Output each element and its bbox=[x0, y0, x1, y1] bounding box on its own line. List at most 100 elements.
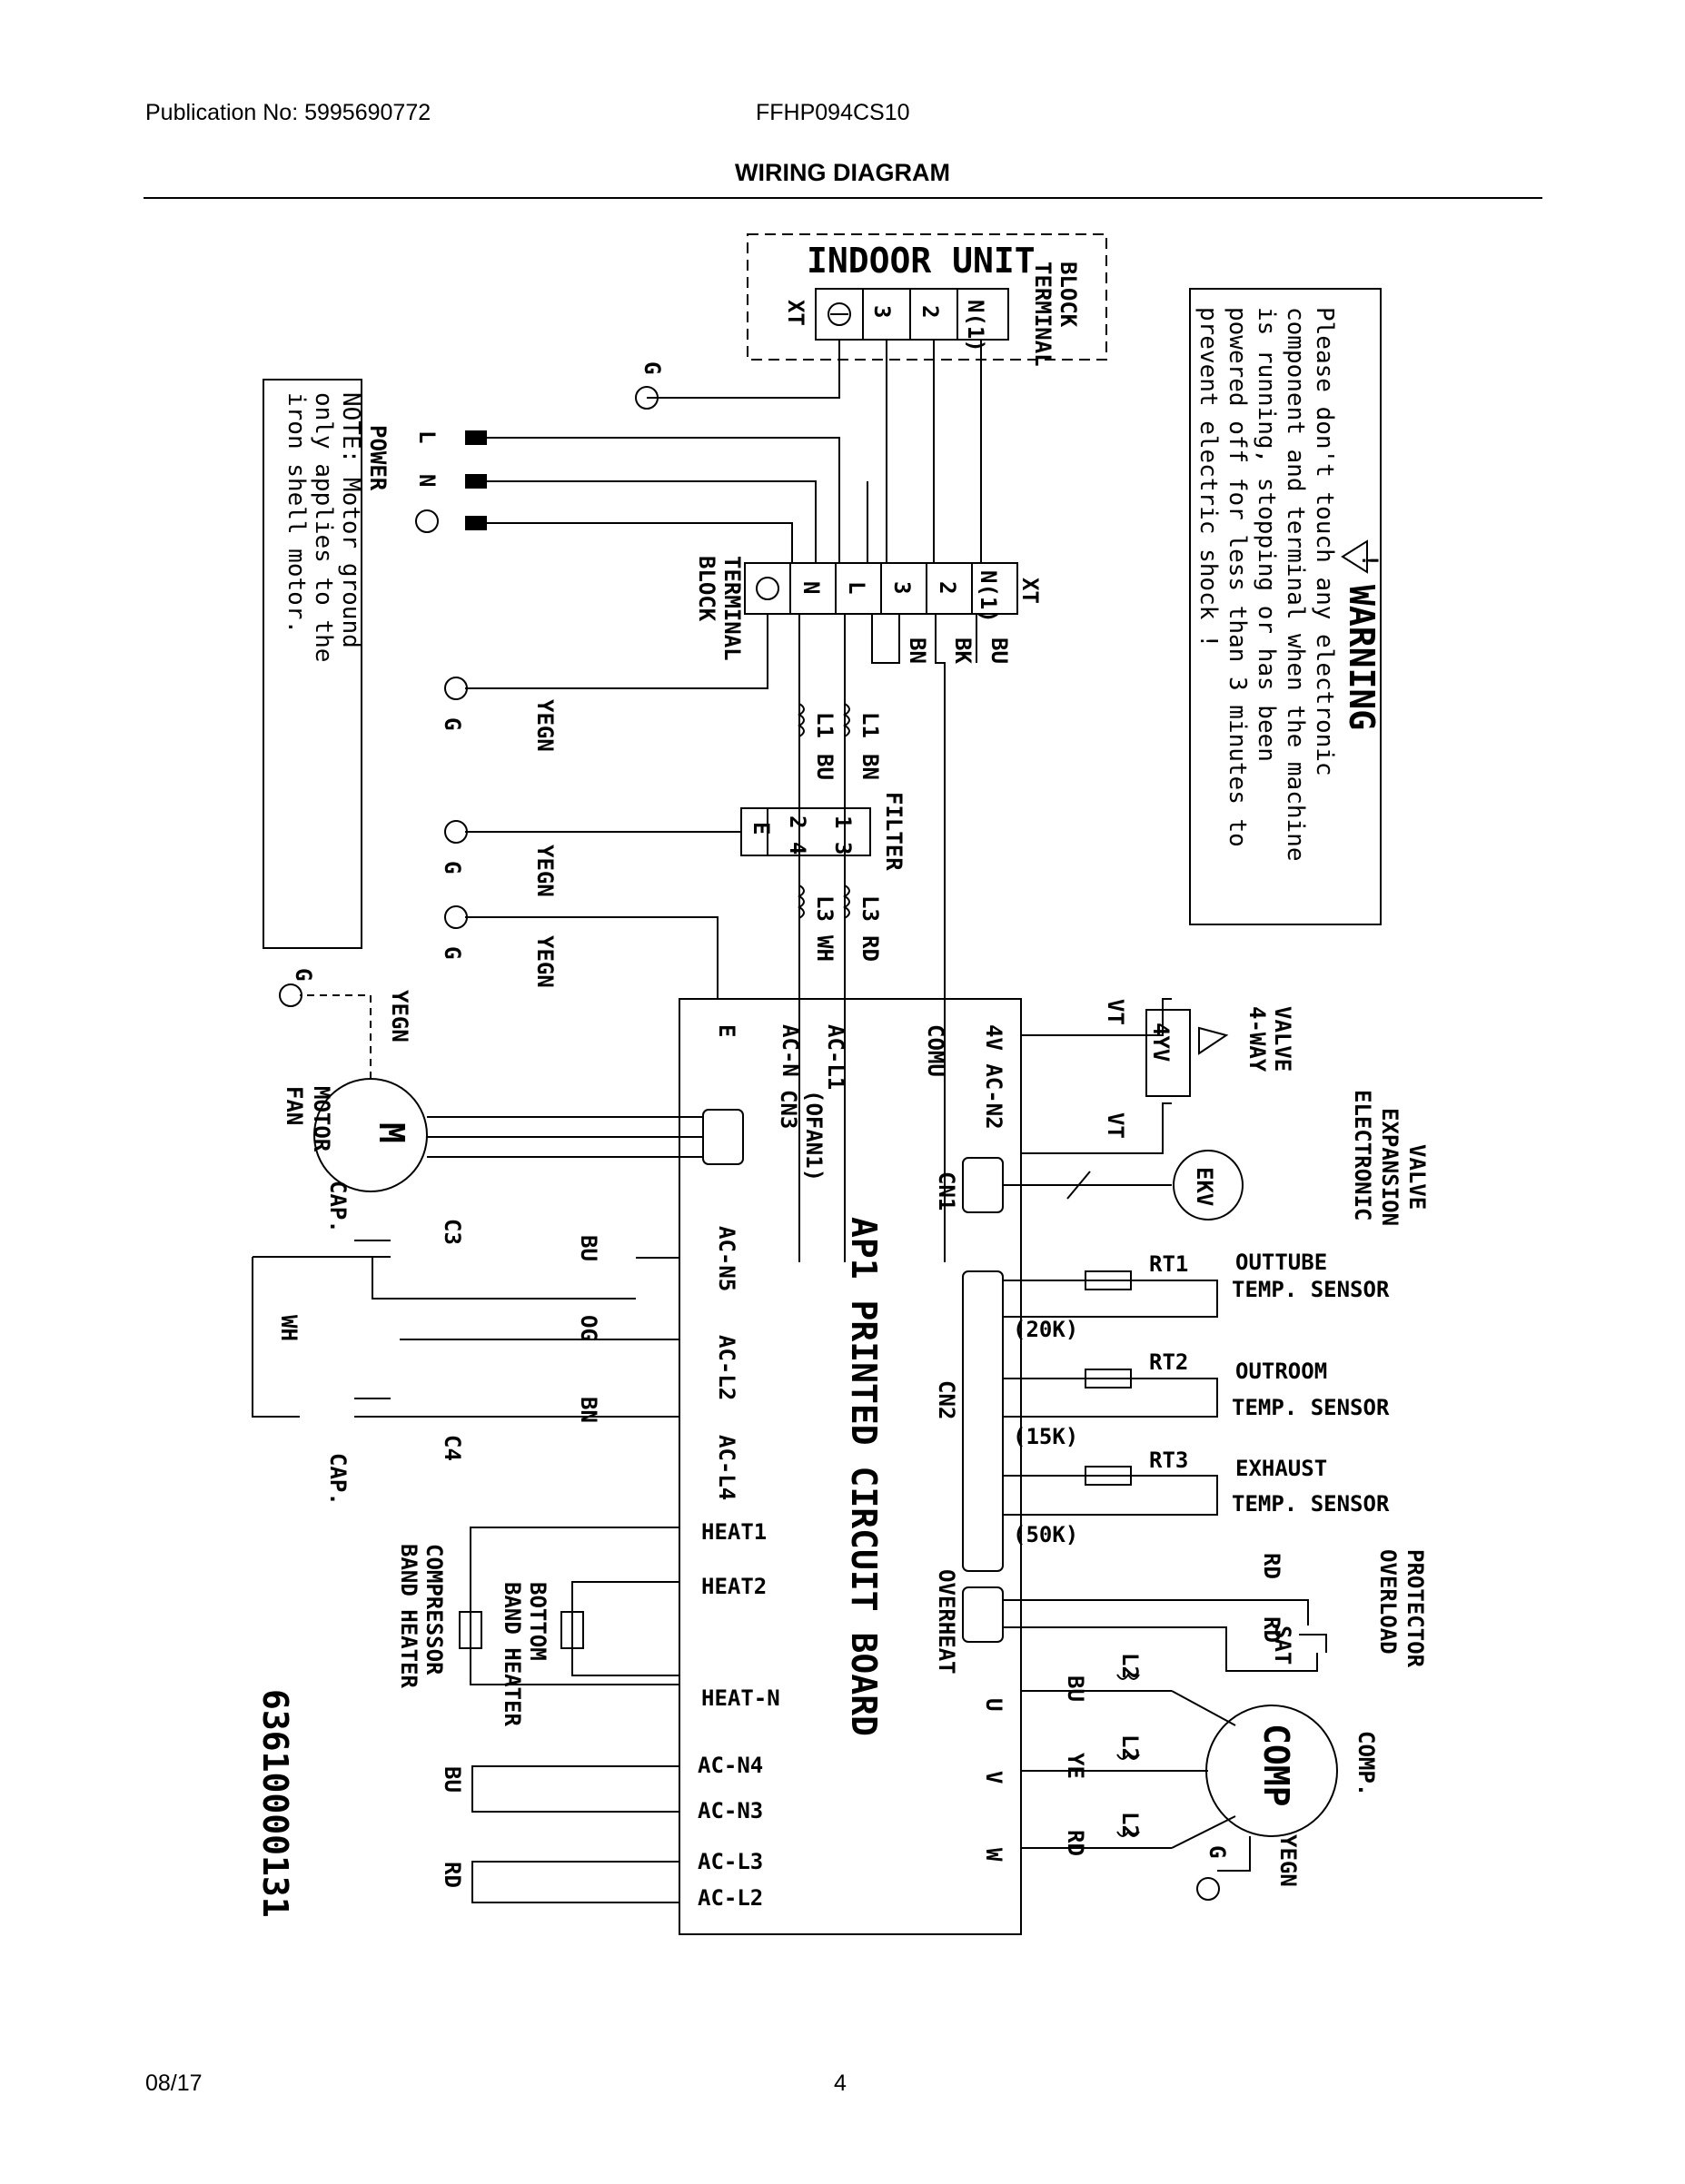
wire-bn-label-3: BN bbox=[576, 1397, 601, 1423]
vt-label-2: VT bbox=[1103, 1112, 1128, 1139]
wire-bu-label-4: BU bbox=[440, 1766, 465, 1793]
warning-line-2: component and terminal when the machine bbox=[1282, 307, 1309, 861]
comp-heater-label-2: BAND HEATER bbox=[396, 1544, 421, 1688]
ground-g2-label: G bbox=[440, 717, 465, 730]
bottom-heater-label-2: BAND HEATER bbox=[500, 1582, 525, 1726]
l1-coil-label-b: L1 bbox=[812, 712, 838, 738]
ekv-label-2: EXPANSION bbox=[1377, 1108, 1403, 1226]
header-rule bbox=[144, 197, 1542, 199]
comp-symbol: COMP bbox=[1256, 1724, 1296, 1807]
comp-pin-v: V bbox=[981, 1771, 1006, 1784]
4yv-label: 4YV bbox=[1148, 1023, 1174, 1062]
warning-line-4: powered off for less than 3 minutes to bbox=[1224, 307, 1251, 847]
outdoor-terminal-block-label-1: TERMINAL bbox=[719, 556, 745, 661]
4yv-coil bbox=[1145, 1009, 1191, 1097]
comp-pin-w: W bbox=[981, 1848, 1006, 1862]
model-number: FFHP094CS10 bbox=[756, 100, 910, 125]
c3-label: C3 bbox=[440, 1219, 465, 1245]
pin-ac-l1: AC-L1 bbox=[823, 1024, 848, 1090]
yegn-label-1: YEGN bbox=[532, 699, 558, 752]
wire-bu-label-3: BU bbox=[576, 1235, 601, 1261]
cn2-label: CN2 bbox=[934, 1380, 959, 1419]
page-title: WIRING DIAGRAM bbox=[735, 159, 950, 186]
filter-e-label: E bbox=[748, 822, 774, 835]
power-l-label: L bbox=[414, 430, 440, 443]
pin-e: E bbox=[714, 1024, 739, 1037]
bottom-heater-label-1: BOTTOM bbox=[525, 1582, 550, 1661]
l2-label-v: L2 bbox=[1117, 1734, 1143, 1761]
indoor-terminal-block-label-2: BLOCK bbox=[1056, 262, 1081, 328]
rt3-id: RT3 bbox=[1149, 1448, 1188, 1473]
wire-bn-label-2: BN bbox=[857, 754, 883, 780]
filter-pins-b: 1 3 bbox=[830, 815, 856, 855]
rt1-value: (20K) bbox=[1013, 1317, 1078, 1342]
rt3-name2: TEMP. SENSOR bbox=[1232, 1491, 1390, 1517]
part-number: 63610000131 bbox=[255, 1689, 295, 1918]
fan-ground-icon bbox=[279, 983, 302, 1007]
rt2-name1: OUTROOM bbox=[1235, 1359, 1327, 1384]
pin-heat2: HEAT2 bbox=[701, 1574, 767, 1599]
outdoor-terminal-l: L bbox=[844, 581, 869, 594]
filter-pins-a: 2 4 bbox=[785, 815, 810, 855]
vt-label-1: VT bbox=[1103, 999, 1128, 1025]
cn3-connector bbox=[702, 1109, 744, 1165]
wire-og-label: OG bbox=[576, 1315, 601, 1341]
pin-ac-l2-mid: AC-L2 bbox=[714, 1335, 739, 1400]
indoor-terminal-strip bbox=[815, 288, 1009, 341]
indoor-terminal-3: 3 bbox=[869, 305, 895, 318]
ground-g1-label: G bbox=[639, 361, 665, 374]
l2-label-u: L2 bbox=[1117, 1653, 1143, 1679]
valve-label-1: 4-WAY bbox=[1244, 1006, 1270, 1072]
comp-yegn-label: YEGN bbox=[1275, 1834, 1301, 1887]
power-label: POWER bbox=[365, 425, 391, 491]
ofan-label-1: (OFAN1) bbox=[801, 1090, 827, 1181]
filter-label: FILTER bbox=[881, 792, 907, 871]
pin-4v-ac-n2: 4V AC-N2 bbox=[981, 1024, 1006, 1130]
fan-ground-label: G bbox=[291, 968, 316, 981]
pin-ac-l2: AC-L2 bbox=[698, 1885, 763, 1911]
comp-ground-icon bbox=[1196, 1877, 1220, 1901]
comp-ground-label: G bbox=[1204, 1845, 1230, 1858]
cn1-connector bbox=[962, 1157, 1004, 1213]
cap-label-2: CAP. bbox=[325, 1453, 351, 1506]
valve-label-2: VALVE bbox=[1270, 1006, 1295, 1072]
sensor-rt3: RT3 EXHAUST TEMP. SENSOR (50K) bbox=[1003, 1448, 1390, 1547]
pin-ac-n: AC-N bbox=[778, 1024, 803, 1077]
wire-bu-label-2: BU bbox=[812, 754, 838, 780]
note-line-3: iron shell motor. bbox=[282, 392, 310, 634]
pin-heat-n: HEAT-N bbox=[701, 1685, 780, 1711]
indoor-terminal-n1: N(1) bbox=[963, 300, 988, 352]
compressor-icon bbox=[1205, 1705, 1338, 1837]
l1-coil-label-a: L1 bbox=[857, 712, 883, 738]
rt2-name2: TEMP. SENSOR bbox=[1232, 1395, 1390, 1420]
sat-label: SAT bbox=[1270, 1626, 1295, 1665]
wire-rd-label-4: RD bbox=[1259, 1616, 1284, 1643]
wire-bu-label-5: BU bbox=[1063, 1675, 1088, 1702]
cn2-connector bbox=[962, 1270, 1004, 1572]
outdoor-xt-label: XT bbox=[1017, 578, 1043, 604]
warning-title: WARNING bbox=[1342, 585, 1382, 730]
cn1-label: CN1 bbox=[934, 1171, 959, 1211]
power-ground-icon bbox=[415, 509, 439, 533]
wire-ye-label: YE bbox=[1063, 1753, 1088, 1779]
ekv-icon bbox=[1173, 1150, 1244, 1220]
page-number: 4 bbox=[834, 2070, 847, 2096]
wire-wh-label-1: WH bbox=[812, 935, 838, 962]
overload-label-2: PROTECTOR bbox=[1403, 1549, 1428, 1668]
rt1-id: RT1 bbox=[1149, 1251, 1188, 1277]
rt2-value: (15K) bbox=[1013, 1424, 1078, 1449]
pin-heat1: HEAT1 bbox=[701, 1519, 767, 1545]
pin-ac-n4: AC-N4 bbox=[698, 1753, 763, 1778]
warning-line-3: is running, stopping or has been bbox=[1253, 307, 1280, 762]
overheat-connector bbox=[962, 1586, 1004, 1643]
footer-date: 08/17 bbox=[145, 2070, 203, 2096]
ground-symbol-icon bbox=[828, 302, 851, 326]
compressor-heater-icon bbox=[459, 1611, 482, 1649]
motor-symbol: M bbox=[372, 1122, 411, 1143]
wire-rd-label-1: RD bbox=[857, 935, 883, 962]
pin-comu: COMU bbox=[923, 1024, 948, 1077]
ground-g4-label: G bbox=[440, 946, 465, 959]
ekv-label: EKV bbox=[1192, 1167, 1217, 1206]
